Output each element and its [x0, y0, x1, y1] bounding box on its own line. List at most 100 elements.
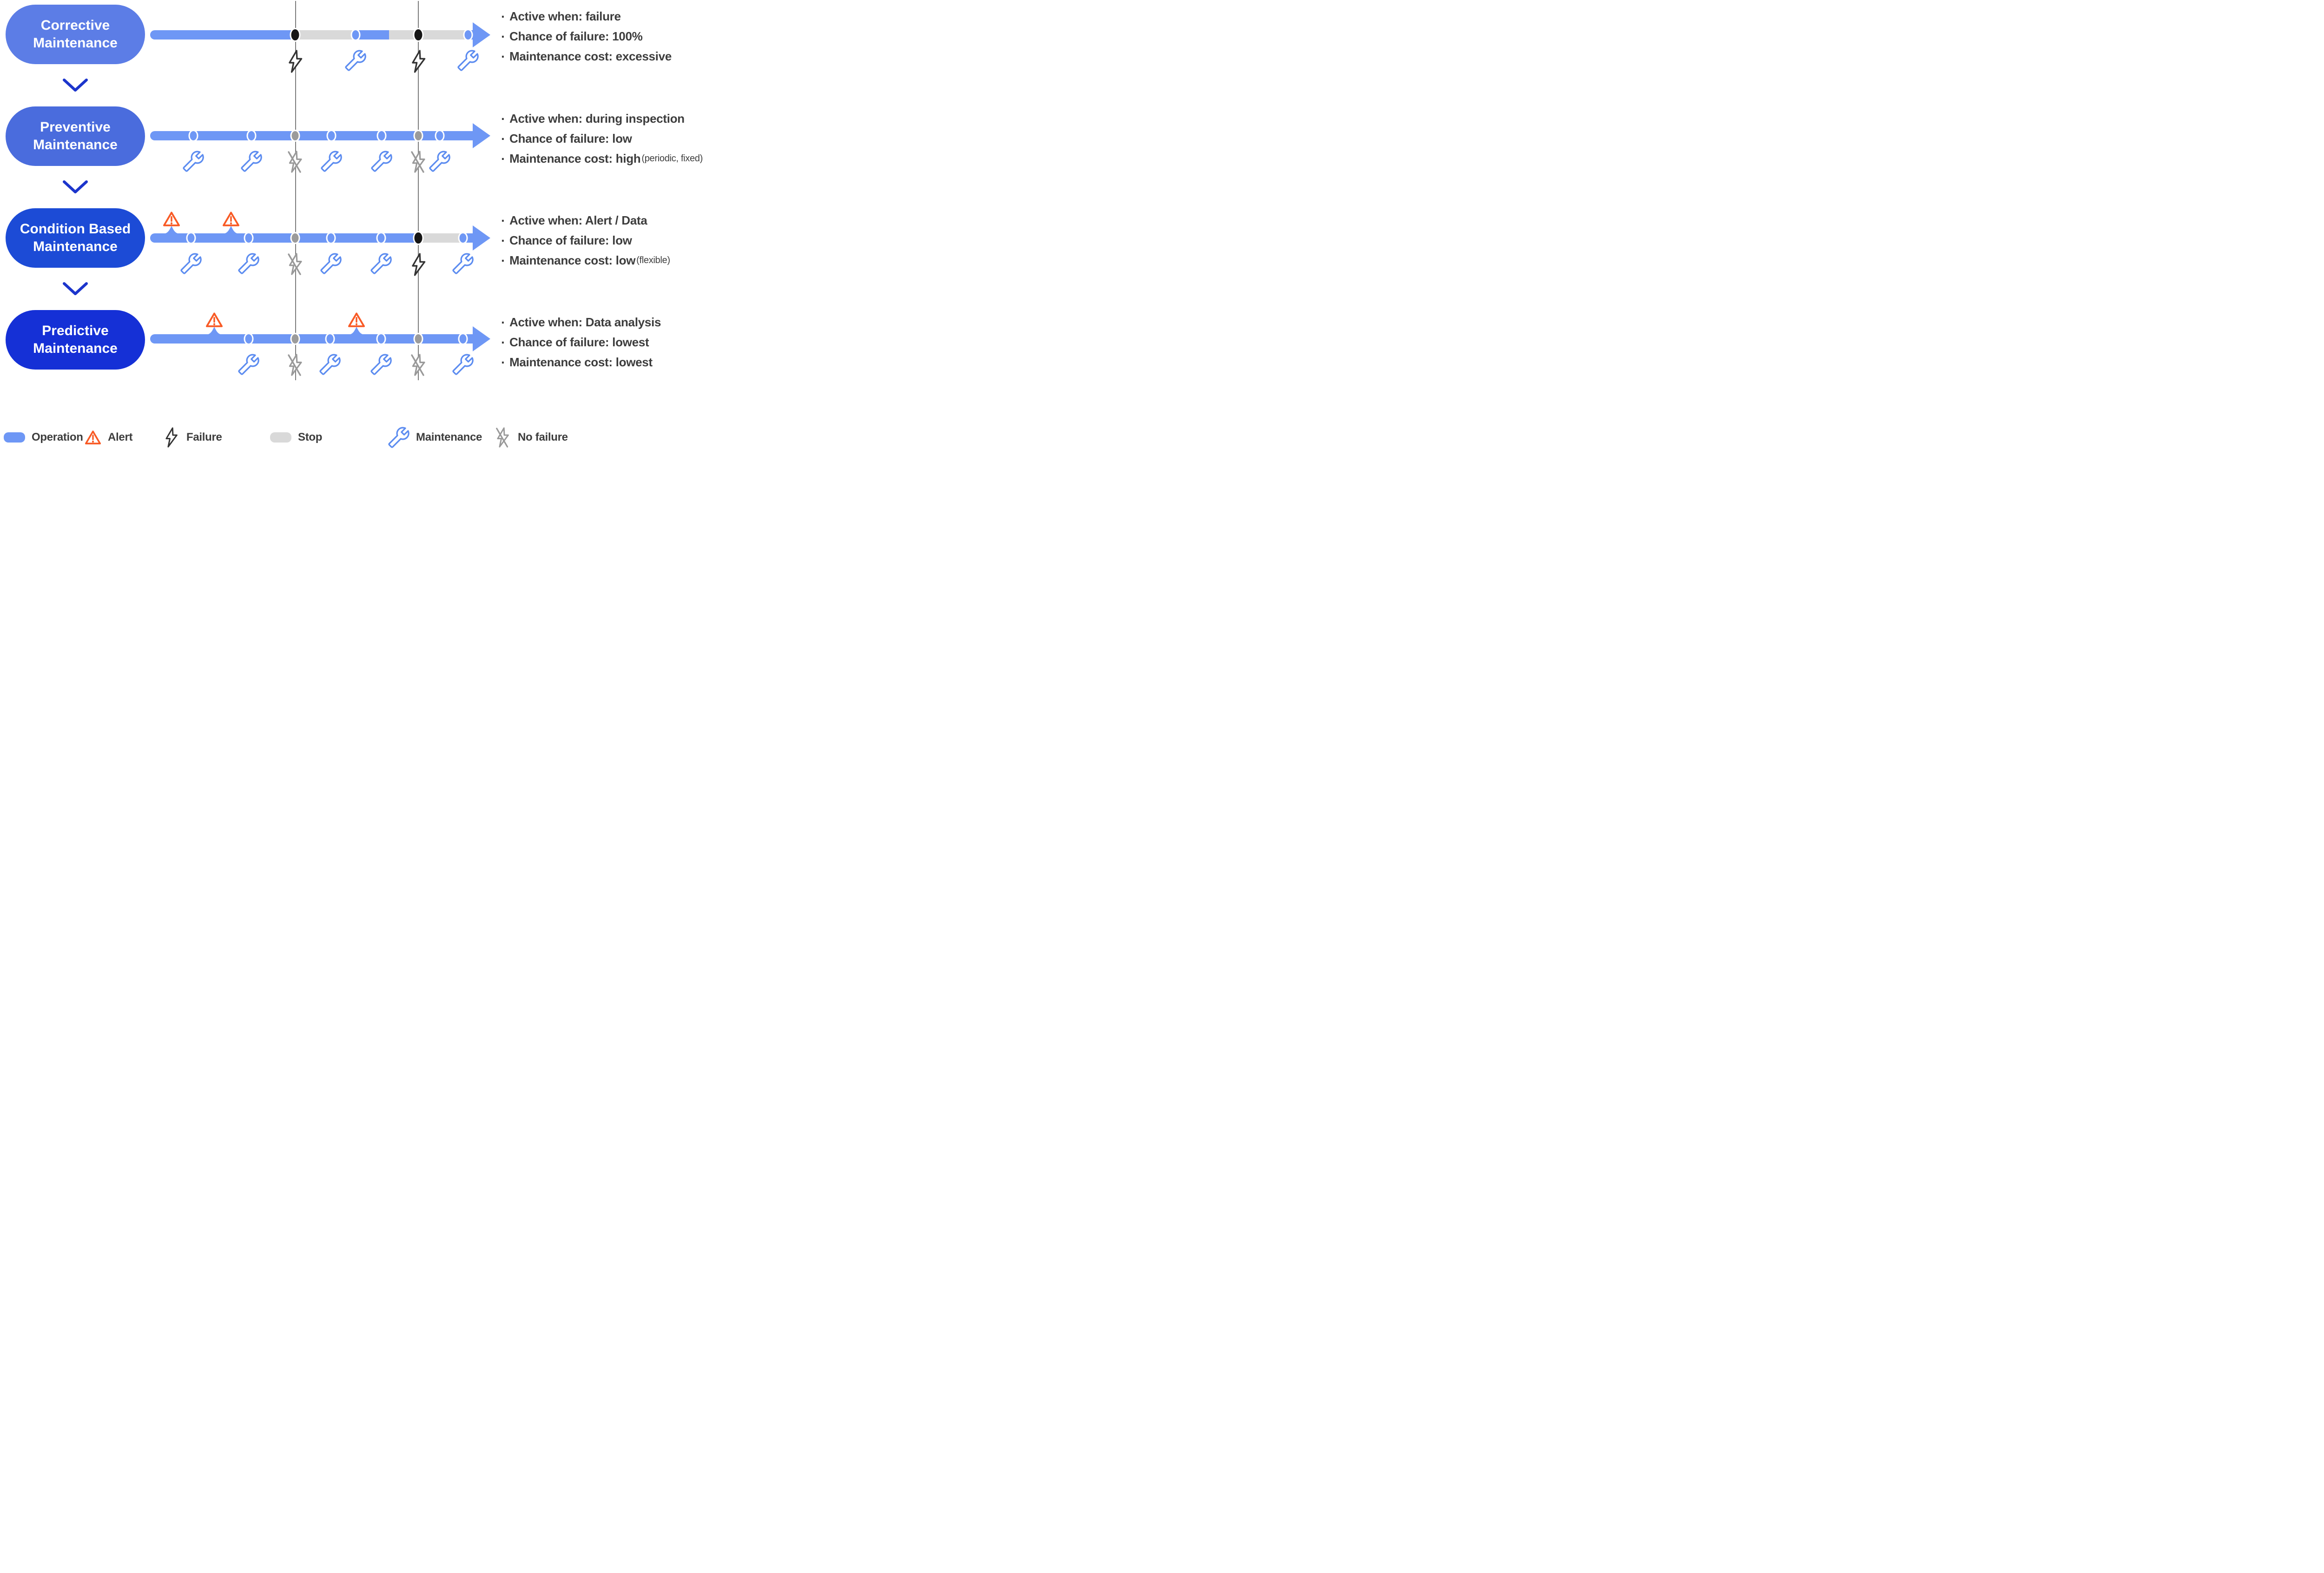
legend-item-maintenance: Maintenance	[388, 426, 482, 448]
wrench-icon	[370, 354, 392, 375]
timeline-condition-based	[150, 211, 493, 276]
note-line: ·Chance of failure: 100%	[501, 26, 718, 46]
bullet: ·	[501, 355, 506, 370]
wrench-icon	[321, 151, 342, 172]
timeline-arrowhead	[473, 225, 490, 251]
bullet: ·	[501, 315, 506, 330]
op-dot	[326, 130, 337, 142]
note-line: ·Active when: Alert / Data	[501, 211, 718, 231]
legend-label: Maintenance	[416, 431, 482, 443]
pause-dot	[413, 333, 423, 345]
notes-preventive: ·Active when: during inspection ·Chance …	[501, 109, 718, 169]
bullet: ·	[501, 111, 506, 126]
lightning-bolt-icon	[409, 50, 428, 73]
bullet: ·	[501, 131, 506, 146]
note-suffix: (periodic, fixed)	[641, 153, 703, 164]
notes-corrective: ·Active when: failure ·Chance of failure…	[501, 7, 718, 66]
note-text: Chance of failure: lowest	[509, 335, 649, 349]
pause-dot	[290, 333, 300, 345]
wrench-icon	[370, 253, 392, 274]
note-text: Chance of failure: low	[509, 132, 632, 145]
op-dot	[244, 232, 254, 244]
warning-triangle-icon	[163, 211, 180, 233]
timeline-predictive	[150, 312, 493, 376]
note-suffix: (flexible)	[636, 255, 670, 265]
note-text: Maintenance cost: excessive	[509, 49, 672, 63]
op-dot	[376, 232, 386, 244]
legend-label: Alert	[108, 431, 133, 443]
wrench-icon	[429, 151, 450, 172]
chevron-down-icon	[62, 78, 88, 92]
wrench-icon	[452, 354, 474, 375]
timeline-arrowhead	[473, 123, 490, 148]
wrench-icon	[241, 151, 262, 172]
legend-label: Operation	[32, 431, 83, 443]
timeline-preventive	[150, 123, 493, 173]
crossed-lightning-bolt-icon	[286, 253, 304, 275]
op-dot	[350, 29, 361, 41]
wrench-icon	[388, 427, 409, 448]
pill-preventive-maintenance: Preventive Maintenance	[6, 106, 145, 166]
chevron-down-icon	[62, 180, 88, 194]
operation-segment	[150, 131, 475, 140]
stop-bar-swatch	[270, 432, 291, 443]
operation-segment	[150, 334, 475, 344]
note-line: ·Maintenance cost: lowest	[501, 352, 718, 372]
note-text: Maintenance cost: low	[509, 253, 636, 267]
note-line: ·Maintenance cost: excessive	[501, 46, 718, 66]
op-dot	[325, 333, 335, 345]
guide-line-1	[295, 1, 296, 380]
op-dot	[246, 130, 257, 142]
note-text: Active when: Data analysis	[509, 315, 661, 329]
note-text: Maintenance cost: lowest	[509, 355, 653, 369]
pill-condition-based-maintenance: Condition Based Maintenance	[6, 208, 145, 268]
wrench-icon	[319, 354, 341, 375]
notes-condition-based: ·Active when: Alert / Data ·Chance of fa…	[501, 211, 718, 271]
legend-label: Stop	[298, 431, 323, 443]
pill-predictive-maintenance: Predictive Maintenance	[6, 310, 145, 370]
note-text: Chance of failure: low	[509, 233, 632, 247]
pause-dot	[413, 130, 423, 142]
stop-segment	[418, 233, 462, 243]
warning-triangle-icon	[85, 430, 101, 445]
pill-corrective-maintenance: Corrective Maintenance	[6, 5, 145, 64]
note-text: Active when: Alert / Data	[509, 213, 647, 227]
timeline-arrowhead	[473, 22, 490, 47]
bullet: ·	[501, 233, 506, 248]
pill-label: Predictive Maintenance	[33, 323, 118, 356]
lightning-bolt-icon	[409, 253, 428, 276]
pause-dot	[290, 232, 300, 244]
pill-label: Condition Based Maintenance	[20, 221, 131, 254]
op-dot	[458, 232, 468, 244]
legend-item-no-failure: No failure	[494, 426, 568, 448]
wrench-icon	[183, 151, 204, 172]
bullet: ·	[501, 213, 506, 228]
legend-label: Failure	[186, 431, 222, 443]
legend-item-operation: Operation	[4, 426, 83, 448]
crossed-lightning-bolt-icon	[409, 354, 428, 376]
crossed-lightning-bolt-icon	[286, 354, 304, 376]
notes-predictive: ·Active when: Data analysis ·Chance of f…	[501, 312, 718, 372]
pill-label: Corrective Maintenance	[33, 17, 118, 51]
op-dot	[188, 130, 198, 142]
note-line: ·Active when: failure	[501, 7, 718, 26]
wrench-icon	[320, 253, 342, 274]
op-dot	[463, 29, 473, 41]
pill-label: Preventive Maintenance	[33, 119, 118, 152]
op-dot	[435, 130, 445, 142]
crossed-lightning-bolt-icon	[494, 427, 511, 448]
wrench-icon	[345, 50, 366, 71]
guide-line-2	[418, 1, 419, 380]
legend-label: No failure	[518, 431, 568, 443]
legend-item-failure: Failure	[163, 426, 222, 448]
bullet: ·	[501, 335, 506, 350]
operation-bar-swatch	[4, 432, 25, 443]
warning-triangle-icon	[222, 211, 240, 233]
failure-dot	[290, 28, 301, 42]
op-dot	[186, 232, 196, 244]
crossed-lightning-bolt-icon	[286, 151, 304, 173]
wrench-icon	[238, 354, 259, 375]
op-dot	[458, 333, 468, 345]
note-text: Active when: during inspection	[509, 112, 685, 126]
bullet: ·	[501, 29, 506, 44]
